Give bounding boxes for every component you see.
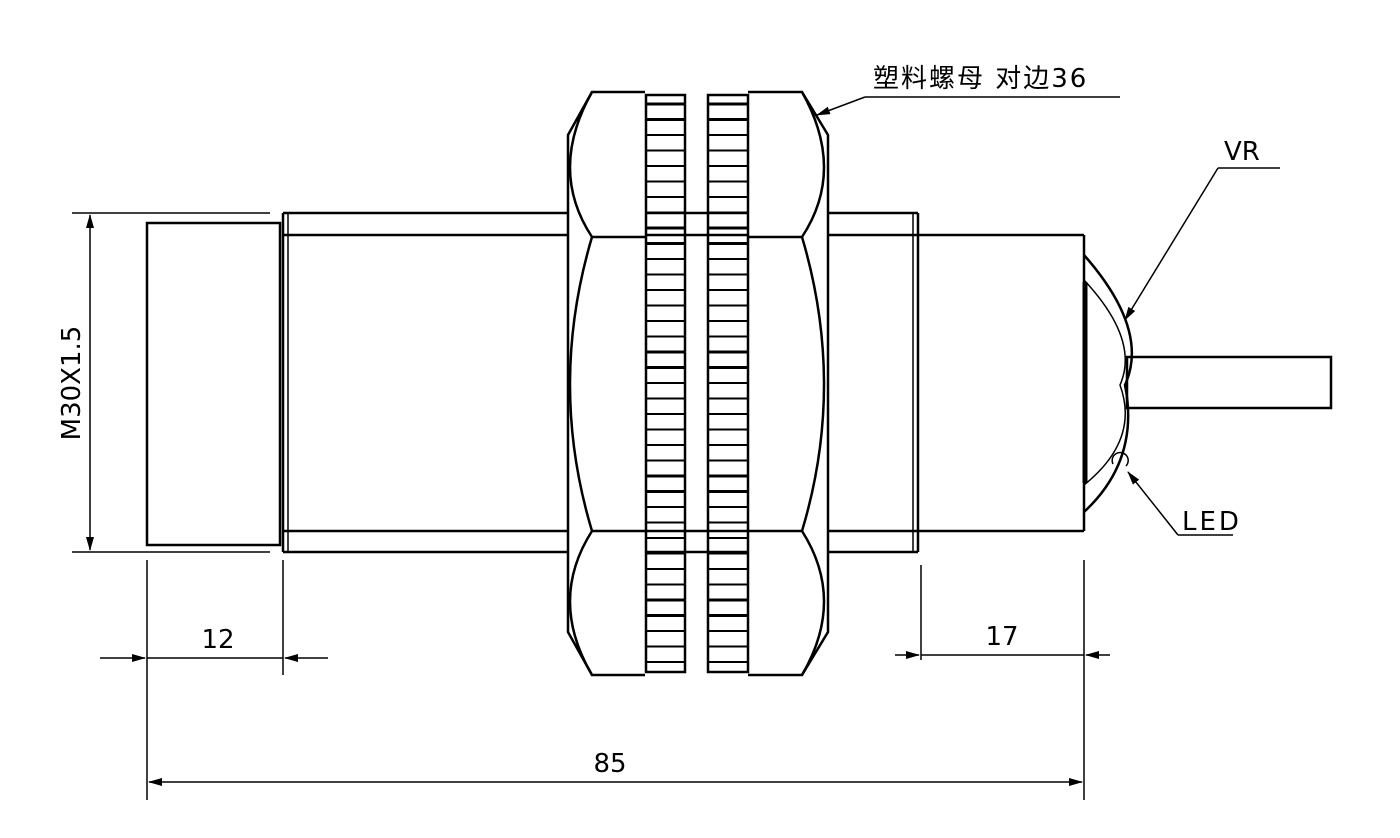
right-nut xyxy=(748,90,830,677)
led-callout: LED xyxy=(1127,471,1242,537)
left-nut xyxy=(566,90,646,677)
cable xyxy=(1125,355,1333,410)
cap-length-dimension: 12 xyxy=(100,560,328,800)
led-label: LED xyxy=(1182,507,1242,537)
right-knurled-washer xyxy=(706,93,750,674)
vr-label: VR xyxy=(1224,137,1260,167)
rear-length-dimension: 17 xyxy=(895,560,1110,800)
rear-length-label: 17 xyxy=(985,622,1018,652)
nut-note-label: 塑料螺母 对边36 xyxy=(873,64,1088,94)
rear-cap xyxy=(1082,254,1134,513)
nut-callout: 塑料螺母 对边36 xyxy=(816,64,1120,116)
vr-callout: VR xyxy=(1124,137,1280,321)
cap-length-label: 12 xyxy=(201,625,234,655)
thread-dimension: M30X1.5 xyxy=(57,212,270,553)
thread-dimension-label: M30X1.5 xyxy=(57,326,87,441)
total-length-dimension: 85 xyxy=(148,749,1083,786)
sensing-cap xyxy=(145,221,282,547)
left-knurled-washer xyxy=(644,93,687,674)
total-length-label: 85 xyxy=(593,749,626,779)
